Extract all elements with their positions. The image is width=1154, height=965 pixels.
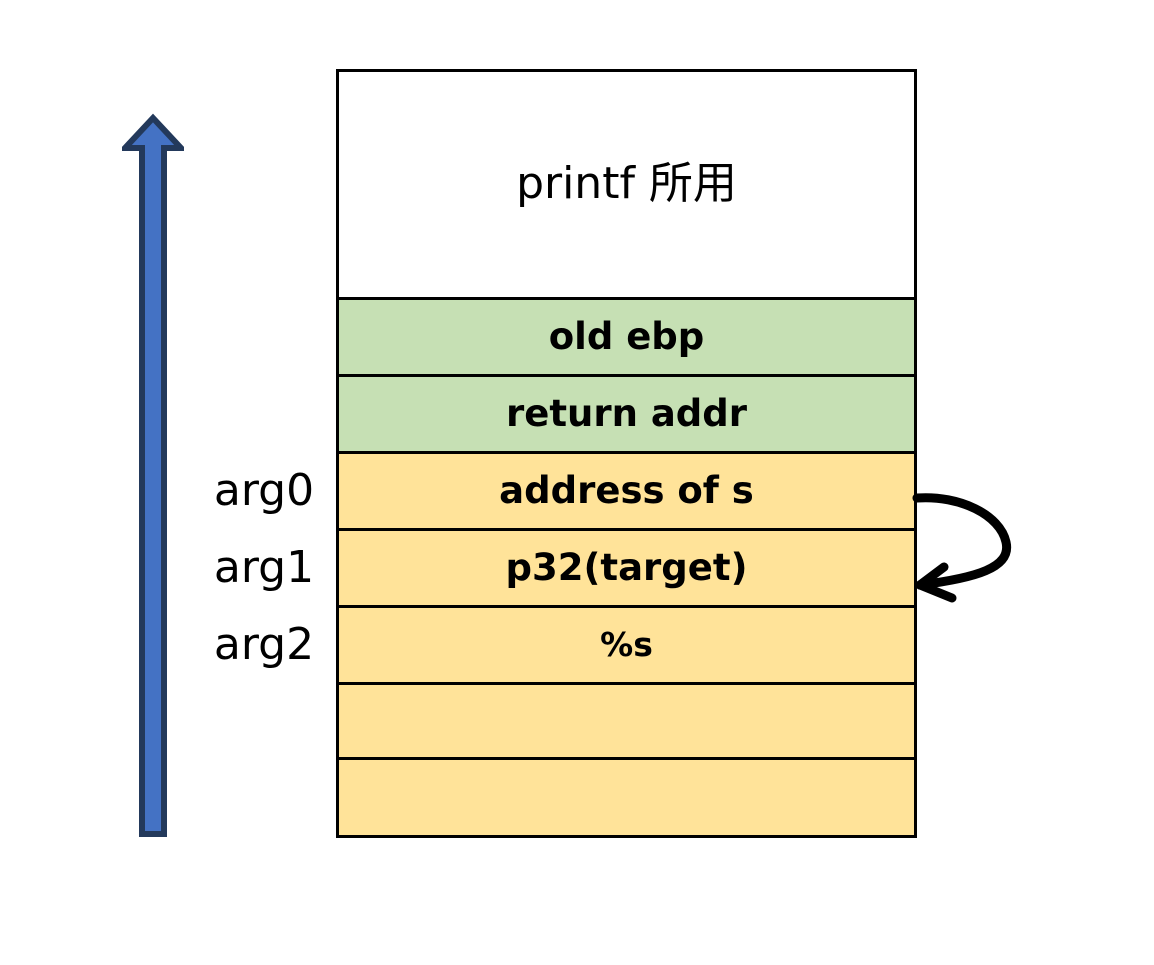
- stack-row-label: return addr: [505, 391, 748, 435]
- curved-arrow-icon: [912, 493, 1012, 603]
- stack-row-return-addr: return addr: [339, 376, 914, 454]
- stack-growth-arrow-icon: [118, 113, 188, 837]
- format-string-pointer-arrow: [900, 470, 1040, 620]
- arg-label: arg2: [213, 618, 315, 670]
- arg-label: arg0: [213, 464, 315, 516]
- stack-row-format-s: arg2 %s: [214, 607, 914, 685]
- stack-frame-box: printf 所用 old ebp return addr arg0 addre…: [214, 69, 917, 838]
- stack-row-label: address of s: [499, 468, 754, 512]
- arg-label: arg1: [213, 541, 315, 593]
- stack-row-p32-target: arg1 p32(target): [214, 530, 914, 608]
- stack-row-address-of-s: arg0 address of s: [214, 453, 914, 531]
- stack-row-label: printf 所用: [516, 158, 737, 210]
- arg-label-slot-arg1: arg1: [199, 531, 329, 605]
- stack-row-empty-2: [339, 760, 914, 835]
- stack-growth-arrow: [118, 112, 188, 840]
- arg-label-slot-arg0: arg0: [199, 454, 329, 528]
- arg-label-slot: [199, 300, 329, 374]
- arg-label-slot: [199, 72, 329, 297]
- stack-row-label: p32(target): [505, 545, 748, 589]
- arg-label-slot-arg2: arg2: [199, 608, 329, 682]
- stack-row-old-ebp: old ebp: [339, 299, 914, 377]
- stack-row-label: old ebp: [548, 314, 705, 358]
- stack-row-label: %s: [600, 624, 653, 664]
- stack-row-printf-scratch: printf 所用: [339, 72, 914, 300]
- arg-label-slot: [199, 377, 329, 451]
- stack-row-empty-1: [339, 684, 914, 760]
